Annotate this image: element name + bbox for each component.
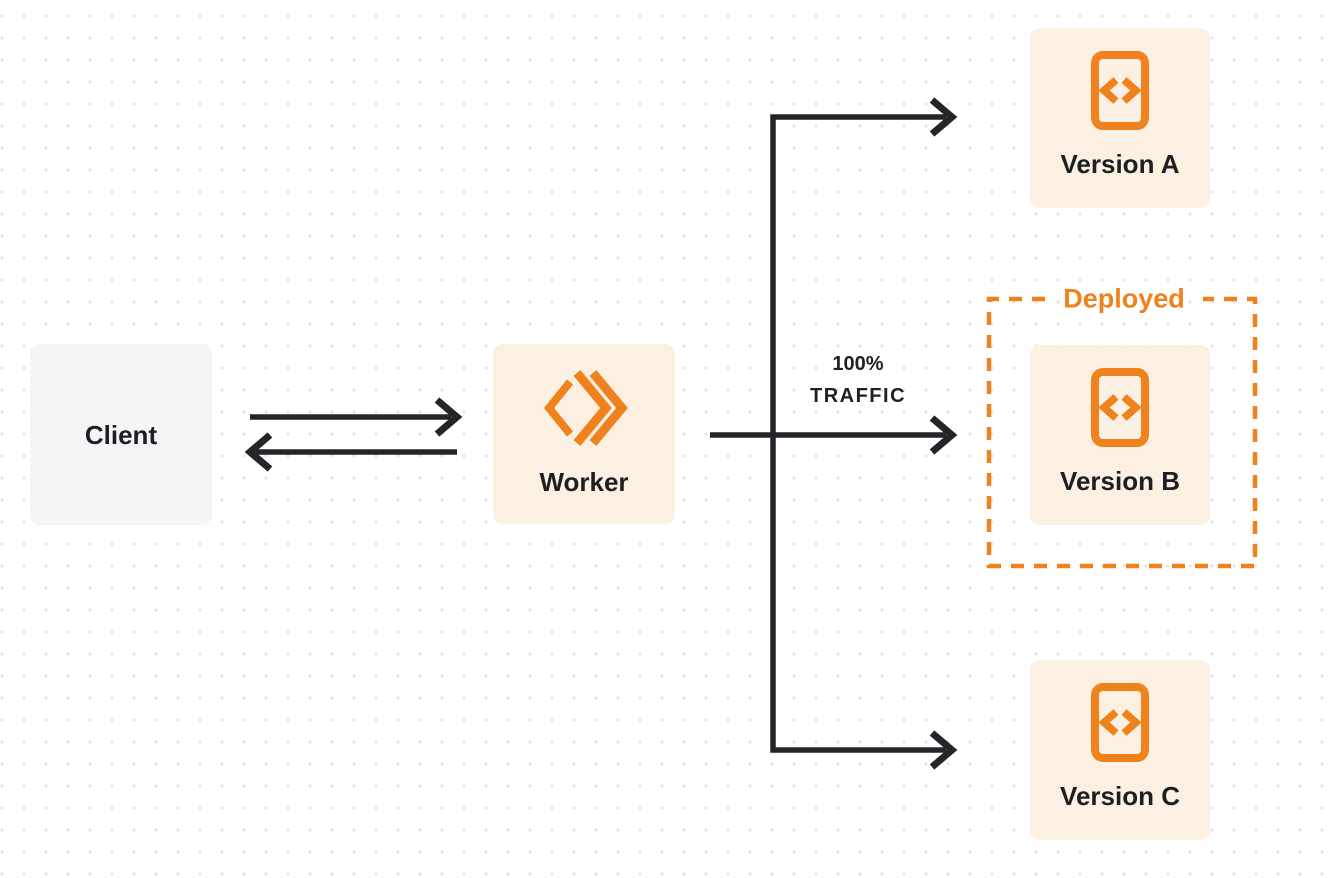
- node-client: Client: [30, 344, 212, 525]
- request-arrowhead-icon: [434, 397, 463, 437]
- traffic-percent-text: 100%: [832, 353, 884, 375]
- deployed-label: Deployed: [1063, 283, 1185, 314]
- worker-label: Worker: [539, 467, 629, 497]
- code-file-icon: [1091, 51, 1149, 130]
- traffic-word-text: TRAFFIC: [809, 385, 907, 407]
- version-c-arrowhead-icon: [929, 730, 958, 770]
- version-a-arrowhead-icon: [929, 97, 958, 137]
- node-version-c: Version C: [1030, 660, 1210, 840]
- node-version-b: Version B: [1030, 345, 1210, 525]
- version-c-label: Version C: [1060, 781, 1180, 811]
- deployed-dashed-border: [986, 296, 1258, 569]
- response-arrowhead-icon: [244, 432, 273, 472]
- client-label: Client: [84, 419, 158, 450]
- traffic-annotation: 100% TRAFFIC: [810, 352, 906, 409]
- node-worker: Worker: [493, 344, 675, 524]
- code-file-icon: [1091, 683, 1149, 762]
- cloudflare-workers-logo-icon: [540, 370, 628, 446]
- version-a-label: Version A: [1060, 149, 1180, 179]
- code-file-icon: [1091, 368, 1149, 447]
- node-version-a: Version A: [1030, 28, 1210, 208]
- traffic-arrowhead-icon: [929, 415, 958, 455]
- version-b-label: Version B: [1060, 466, 1180, 496]
- branch-trunk-line: [770, 114, 946, 753]
